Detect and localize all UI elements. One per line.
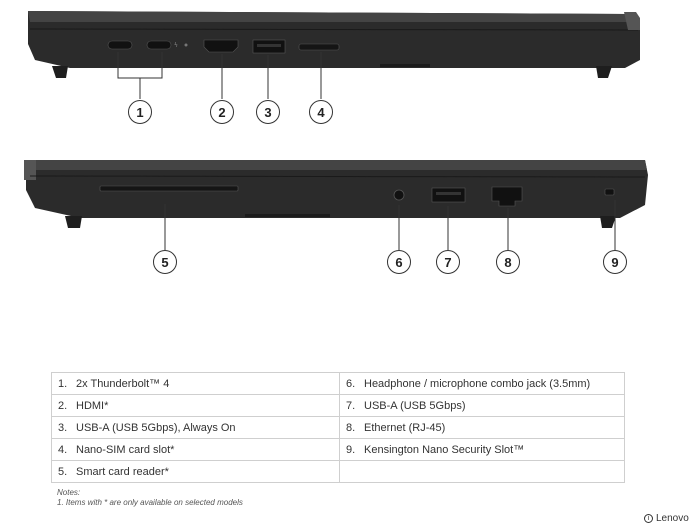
laptop-right-side: [24, 160, 648, 250]
table-cell: 1.2x Thunderbolt™ 4: [51, 372, 340, 395]
table-cell: 3.USB-A (USB 5Gbps), Always On: [51, 416, 340, 439]
table-row: 3.USB-A (USB 5Gbps), Always On 8.Etherne…: [51, 416, 625, 439]
nano-sim-slot: [298, 43, 340, 51]
callout-7: 7: [436, 250, 460, 274]
info-icon: i: [644, 514, 653, 523]
callout-9: 9: [603, 250, 627, 274]
table-cell: 9.Kensington Nano Security Slot™: [339, 438, 625, 461]
table-row: 1.2x Thunderbolt™ 4 6.Headphone / microp…: [51, 372, 625, 395]
thunderbolt-port-1: [107, 40, 133, 50]
table-cell: 7.USB-A (USB 5Gbps): [339, 394, 625, 417]
table-row: 2.HDMI* 7.USB-A (USB 5Gbps): [51, 394, 625, 417]
table-cell: 8.Ethernet (RJ-45): [339, 416, 625, 439]
callout-2: 2: [210, 100, 234, 124]
callout-4: 4: [309, 100, 333, 124]
callout-5: 5: [153, 250, 177, 274]
notes-line: 1. Items with * are only available on se…: [57, 498, 243, 507]
table-row: 5.Smart card reader*: [51, 460, 625, 483]
kensington-slot: [604, 188, 615, 196]
lenovo-logo: i Lenovo: [644, 513, 689, 524]
ethernet-port: [491, 186, 523, 207]
notes: Notes: 1. Items with * are only availabl…: [57, 488, 243, 508]
notes-heading: Notes:: [57, 488, 81, 497]
callout-6: 6: [387, 250, 411, 274]
table-cell: 4.Nano-SIM card slot*: [51, 438, 340, 461]
ports-table: 1.2x Thunderbolt™ 4 6.Headphone / microp…: [51, 372, 625, 483]
audio-jack: [393, 189, 405, 201]
table-row: 4.Nano-SIM card slot* 9.Kensington Nano …: [51, 438, 625, 461]
callout-8: 8: [496, 250, 520, 274]
callout-3: 3: [256, 100, 280, 124]
smart-card-slot: [99, 185, 239, 192]
table-cell-empty: [339, 460, 625, 483]
brand-name: Lenovo: [656, 513, 689, 524]
table-cell: 2.HDMI*: [51, 394, 340, 417]
hdmi-port: [203, 39, 239, 53]
svg-text:ϟ: ϟ: [174, 42, 178, 49]
callout-1: 1: [128, 100, 152, 124]
laptop-illustration: ϟ: [24, 11, 648, 250]
laptop-left-side: ϟ: [28, 11, 640, 99]
thunderbolt-port-2: [146, 40, 172, 50]
table-cell: 6.Headphone / microphone combo jack (3.5…: [339, 372, 625, 395]
table-cell: 5.Smart card reader*: [51, 460, 340, 483]
